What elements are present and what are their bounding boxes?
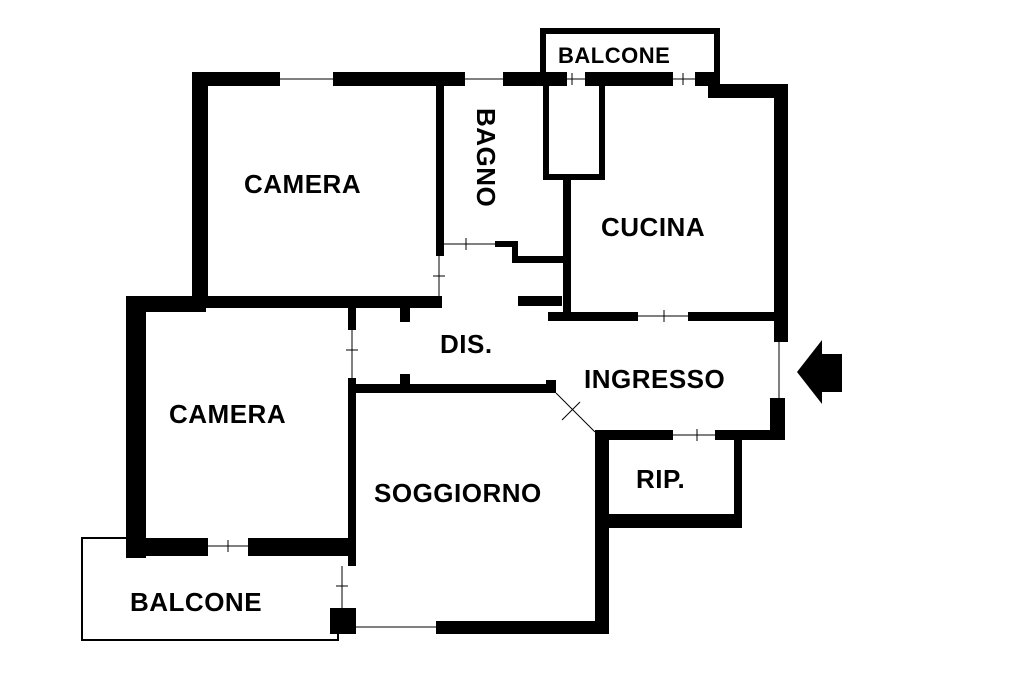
wall-balcony-top bbox=[540, 28, 720, 34]
wall-top-bagno-seg bbox=[503, 72, 545, 86]
wall-camera-left-right-a bbox=[348, 308, 356, 330]
wall-top-camera-left-seg bbox=[192, 72, 280, 86]
wall-camera-top-bottom bbox=[192, 296, 442, 308]
wall-balcony-top-right bbox=[714, 28, 720, 84]
label-cucina: CUCINA bbox=[601, 212, 705, 242]
room-labels: CAMERA BALCONE CUCINA DIS. INGRESSO CAME… bbox=[130, 43, 725, 617]
wall-shaft-left bbox=[543, 86, 549, 180]
entrance-arrow-icon bbox=[797, 340, 842, 404]
label-rip: RIP. bbox=[636, 464, 685, 494]
thin-lines bbox=[81, 73, 780, 641]
door-soggiorno-b bbox=[561, 401, 581, 421]
wall-shaft-right bbox=[599, 86, 605, 180]
wall-kitchen-top-c bbox=[695, 72, 720, 86]
label-balcone-bottom: BALCONE bbox=[130, 587, 262, 617]
label-soggiorno: SOGGIORNO bbox=[374, 478, 542, 508]
label-camera-top: CAMERA bbox=[244, 169, 361, 199]
wall-bagno-step-h bbox=[512, 256, 570, 263]
wall-ingresso-right-stub bbox=[770, 398, 785, 440]
wall-camera-left-right-b bbox=[348, 378, 356, 566]
wall-shaft-bottom bbox=[543, 174, 605, 180]
wall-rip-bottom bbox=[600, 514, 742, 528]
wall-camera-bagno bbox=[436, 86, 444, 256]
label-balcone-top: BALCONE bbox=[558, 43, 670, 68]
balcone-bottom-outline bbox=[81, 537, 339, 641]
wall-ingresso-bottom-a bbox=[595, 430, 673, 440]
wall-balcony-top-left bbox=[540, 28, 546, 76]
label-camera-left: CAMERA bbox=[169, 399, 286, 429]
wall-kitchen-top-d bbox=[708, 84, 788, 98]
wall-camera-left-bottom-b bbox=[248, 538, 348, 556]
label-ingresso: INGRESSO bbox=[584, 364, 725, 394]
walls bbox=[126, 28, 788, 634]
wall-ingresso-bottom-b bbox=[715, 430, 785, 440]
wall-soggiorno-bottom bbox=[436, 621, 609, 634]
wall-dis-stub-bottom bbox=[400, 374, 410, 388]
wall-kitchen-top-a bbox=[545, 72, 567, 86]
wall-kitchen-bottom-a bbox=[548, 312, 638, 321]
wall-dis-stub-top bbox=[400, 308, 410, 322]
wall-kitchen-right bbox=[774, 84, 788, 342]
wall-soggiorno-corner bbox=[330, 608, 356, 634]
wall-camera-left-left bbox=[126, 296, 146, 558]
wall-bagno-step-v bbox=[512, 241, 518, 263]
wall-rip-right bbox=[734, 436, 742, 528]
label-bagno: BAGNO bbox=[471, 108, 501, 207]
wall-kitchen-bottom-b bbox=[688, 312, 788, 321]
wall-kitchen-left bbox=[563, 178, 571, 312]
label-dis: DIS. bbox=[440, 329, 493, 359]
wall-kitchen-top-b bbox=[585, 72, 673, 86]
wall-top-camera-right-seg bbox=[333, 72, 465, 86]
wall-soggiorno-right bbox=[595, 430, 609, 634]
wall-bagno-bottom bbox=[495, 241, 517, 247]
wall-kitchen-stub bbox=[518, 296, 562, 306]
wall-dis-stub-right bbox=[546, 380, 556, 393]
wall-camera-top-left bbox=[192, 72, 208, 302]
door-soggiorno bbox=[555, 392, 596, 433]
wall-camera-left-bottom-a bbox=[126, 538, 208, 556]
wall-dis-bottom bbox=[356, 384, 556, 393]
